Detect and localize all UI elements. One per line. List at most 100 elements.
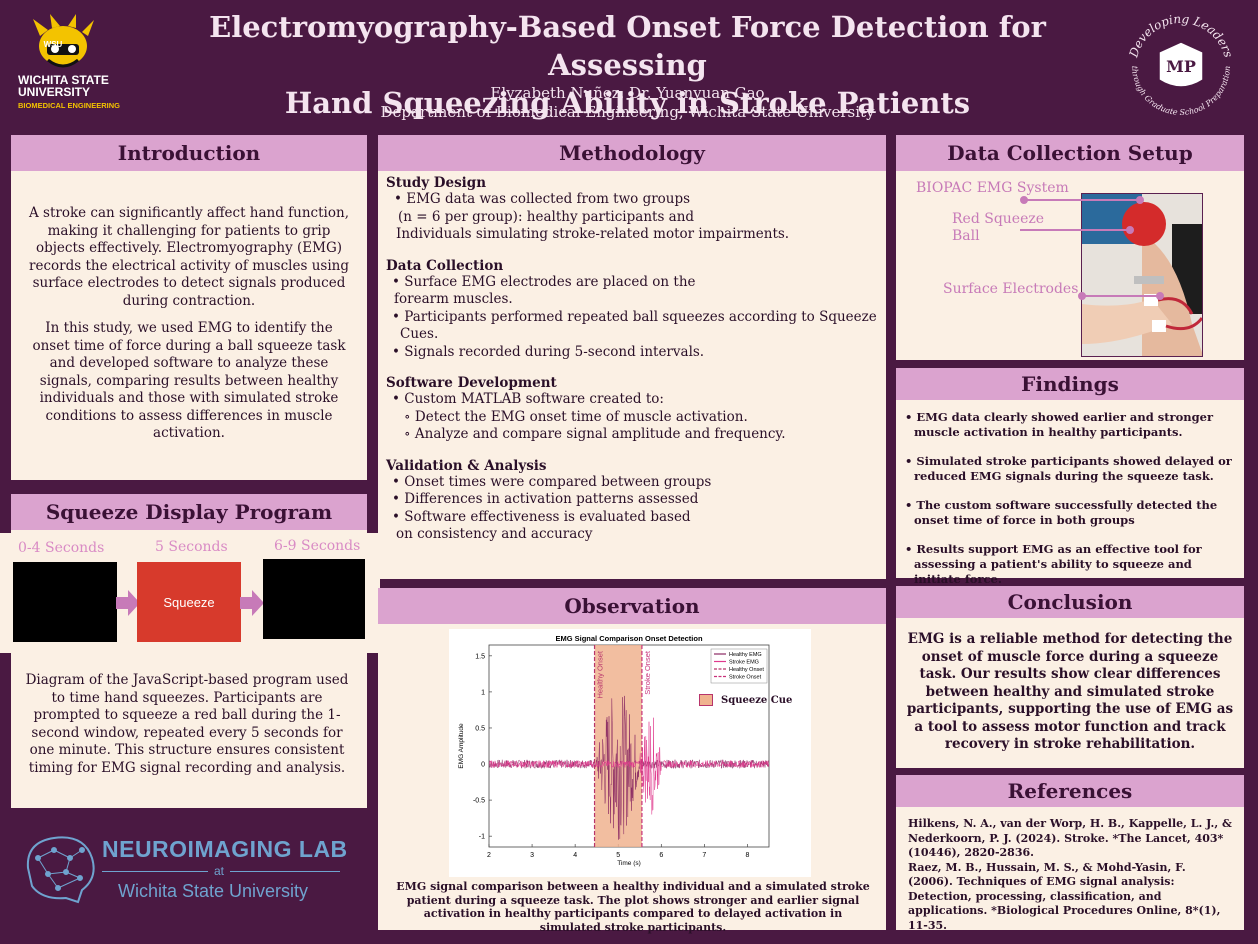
poster-title: Electromyography-Based Onset Force Detec… bbox=[150, 8, 1105, 122]
reference-1: Hilkens, N. A., van der Worp, H. B., Kap… bbox=[908, 817, 1232, 859]
finding-item: • Results support EMG as an effective to… bbox=[905, 542, 1202, 586]
legend-entry: Healthy Onset bbox=[729, 667, 764, 673]
label-5-seconds: 5 Seconds bbox=[155, 539, 228, 555]
legend-entry: Stroke Onset bbox=[729, 675, 762, 681]
wsu-line3: BIOMEDICAL ENGINEERING bbox=[18, 101, 120, 110]
arrow-right-icon bbox=[116, 590, 140, 616]
method-line: • Participants performed repeated ball s… bbox=[392, 308, 877, 325]
blank-screen-before bbox=[13, 562, 117, 642]
squeeze-heading: Squeeze Display Program bbox=[11, 494, 367, 530]
x-tick-label: 2 bbox=[487, 852, 491, 859]
wsu-logo: WSU WICHITA STATE UNIVERSITY BIOMEDICAL … bbox=[18, 14, 143, 114]
observation-heading: Observation bbox=[378, 588, 886, 624]
label-biopac: BIOPAC EMG System bbox=[916, 180, 1069, 196]
methodology-heading: Methodology bbox=[378, 135, 886, 171]
wsu-line1: WICHITA STATE bbox=[18, 73, 109, 87]
title-line-1: Electromyography-Based Onset Force Detec… bbox=[209, 10, 1046, 82]
logo-mark: MP bbox=[1166, 57, 1196, 76]
wsu-badge: WSU bbox=[43, 40, 63, 49]
stroke-emg-line bbox=[488, 717, 770, 815]
references-heading: References bbox=[896, 775, 1244, 807]
y-tick-label: -0.5 bbox=[473, 798, 485, 805]
finding-text: Results support EMG as an effective tool… bbox=[914, 542, 1202, 586]
neuroimaging-lab-logo: NEUROIMAGING LAB at Wichita State Univer… bbox=[18, 828, 348, 908]
chart-legend bbox=[710, 648, 768, 684]
x-tick-label: 7 bbox=[702, 852, 706, 859]
references-panel: References Hilkens, N. A., van der Worp,… bbox=[896, 775, 1244, 932]
neuro-at: at bbox=[208, 864, 231, 878]
method-line: • Custom MATLAB software created to: bbox=[392, 391, 664, 407]
wsu-line2: UNIVERSITY bbox=[18, 85, 91, 99]
findings-panel: Findings • EMG data clearly showed earli… bbox=[896, 368, 1244, 586]
introduction-panel: Introduction A stroke can significantly … bbox=[11, 135, 367, 480]
method-line: Individuals simulating stroke-related mo… bbox=[396, 226, 790, 242]
neuro-title: NEUROIMAGING LAB bbox=[102, 836, 348, 862]
brain-network-icon bbox=[26, 836, 95, 904]
x-tick-label: 6 bbox=[659, 852, 663, 859]
label-red-ball-line1: Red Squeeze bbox=[952, 211, 1045, 227]
squeeze-diagram: 0-4 Seconds 5 Seconds 6-9 Seconds Squeez… bbox=[0, 533, 380, 653]
introduction-heading: Introduction bbox=[11, 135, 367, 171]
label-0-4-seconds: 0-4 Seconds bbox=[18, 540, 105, 556]
method-line: • Differences in activation patterns ass… bbox=[392, 491, 699, 507]
finding-text: Simulated stroke participants showed del… bbox=[914, 454, 1232, 483]
title-line-2: Hand Squeezing Ability in Stroke Patient… bbox=[284, 86, 971, 120]
method-line: • EMG data was collected from two groups bbox=[394, 191, 691, 207]
findings-heading: Findings bbox=[896, 368, 1244, 400]
x-tick-label: 8 bbox=[746, 852, 750, 859]
squeeze-cue-screen: Squeeze bbox=[137, 562, 241, 642]
method-line: Cues. bbox=[400, 326, 439, 342]
conclusion-heading: Conclusion bbox=[896, 586, 1244, 618]
validation-heading: Validation & Analysis bbox=[386, 457, 547, 474]
healthy-onset-annotation: Healthy Onset bbox=[596, 650, 605, 698]
method-line: (n = 6 per group): healthy participants … bbox=[398, 208, 695, 225]
y-tick-label: 0 bbox=[481, 762, 485, 769]
squeeze-cue-key: Squeeze Cue bbox=[699, 694, 792, 706]
legend-entry: Healthy EMG bbox=[729, 652, 762, 658]
label-red-ball: Red Squeeze Ball bbox=[952, 211, 1044, 245]
finding-text: EMG data clearly showed earlier and stro… bbox=[914, 410, 1214, 439]
shocker-mascot-icon bbox=[33, 14, 94, 68]
x-tick-label: 3 bbox=[530, 852, 534, 859]
method-line: • Surface EMG electrodes are placed on t… bbox=[392, 273, 696, 290]
squeeze-cue-label: Squeeze Cue bbox=[721, 694, 793, 706]
neuro-university: Wichita State University bbox=[118, 881, 309, 901]
conclusion-panel: Conclusion EMG is a reliable method for … bbox=[896, 586, 1244, 768]
legend-entry: Stroke EMG bbox=[729, 660, 759, 666]
emg-chart-svg: EMG Signal Comparison Onset Detection 2 3 4… bbox=[458, 634, 770, 867]
y-tick-label: 1.5 bbox=[475, 653, 485, 660]
method-line: • Onset times were compared between grou… bbox=[392, 473, 712, 490]
setup-leader-lines bbox=[1020, 196, 1164, 300]
authors: Elyzabeth Nuñez, Dr. Yuanyuan Gao bbox=[490, 84, 765, 102]
emg-chart: EMG Signal Comparison Onset Detection 2 3 4… bbox=[449, 629, 811, 877]
x-axis-label: Time (s) bbox=[617, 860, 641, 867]
squeeze-caption: Diagram of the JavaScript-based program … bbox=[25, 672, 349, 776]
blank-screen-after bbox=[263, 559, 365, 639]
mcnair-logo: Developing Leaders through Graduate Scho… bbox=[1122, 8, 1240, 120]
intro-paragraph-1: A stroke can significantly affect hand f… bbox=[29, 205, 349, 309]
chart-title: EMG Signal Comparison Onset Detection bbox=[555, 634, 703, 643]
developing-leaders-emblem-icon: Developing Leaders through Graduate Scho… bbox=[1126, 12, 1236, 117]
arrow-right-icon bbox=[240, 590, 264, 616]
setup-heading: Data Collection Setup bbox=[896, 135, 1244, 171]
intro-paragraph-2: In this study, we used EMG to identify t… bbox=[32, 320, 346, 441]
software-development-heading: Software Development bbox=[386, 375, 557, 391]
y-tick-label: 1 bbox=[481, 689, 485, 696]
method-line: on consistency and accuracy bbox=[396, 526, 593, 542]
conclusion-text: EMG is a reliable method for detecting t… bbox=[906, 631, 1234, 752]
squeeze-cue-swatch bbox=[699, 694, 713, 706]
methodology-panel: Methodology Study Design • EMG data was … bbox=[378, 135, 886, 579]
finding-text: The custom software successfully detecte… bbox=[914, 498, 1218, 527]
x-tick-label: 5 bbox=[616, 852, 620, 859]
method-line: • Signals recorded during 5-second inter… bbox=[392, 343, 705, 360]
stroke-onset-annotation: Stroke Onset bbox=[643, 650, 652, 695]
y-axis-label: EMG Amplitude bbox=[458, 723, 465, 769]
study-design-heading: Study Design bbox=[386, 175, 487, 191]
setup-photo-illustration bbox=[1082, 194, 1202, 356]
method-line: ∘ Detect the EMG onset time of muscle ac… bbox=[404, 408, 748, 425]
setup-photo bbox=[1081, 193, 1203, 357]
x-tick-label: 4 bbox=[573, 852, 577, 859]
method-line: ∘ Analyze and compare signal amplitude a… bbox=[404, 426, 786, 442]
finding-item: • Simulated stroke participants showed d… bbox=[905, 454, 1232, 483]
label-6-9-seconds: 6-9 Seconds bbox=[274, 538, 361, 554]
